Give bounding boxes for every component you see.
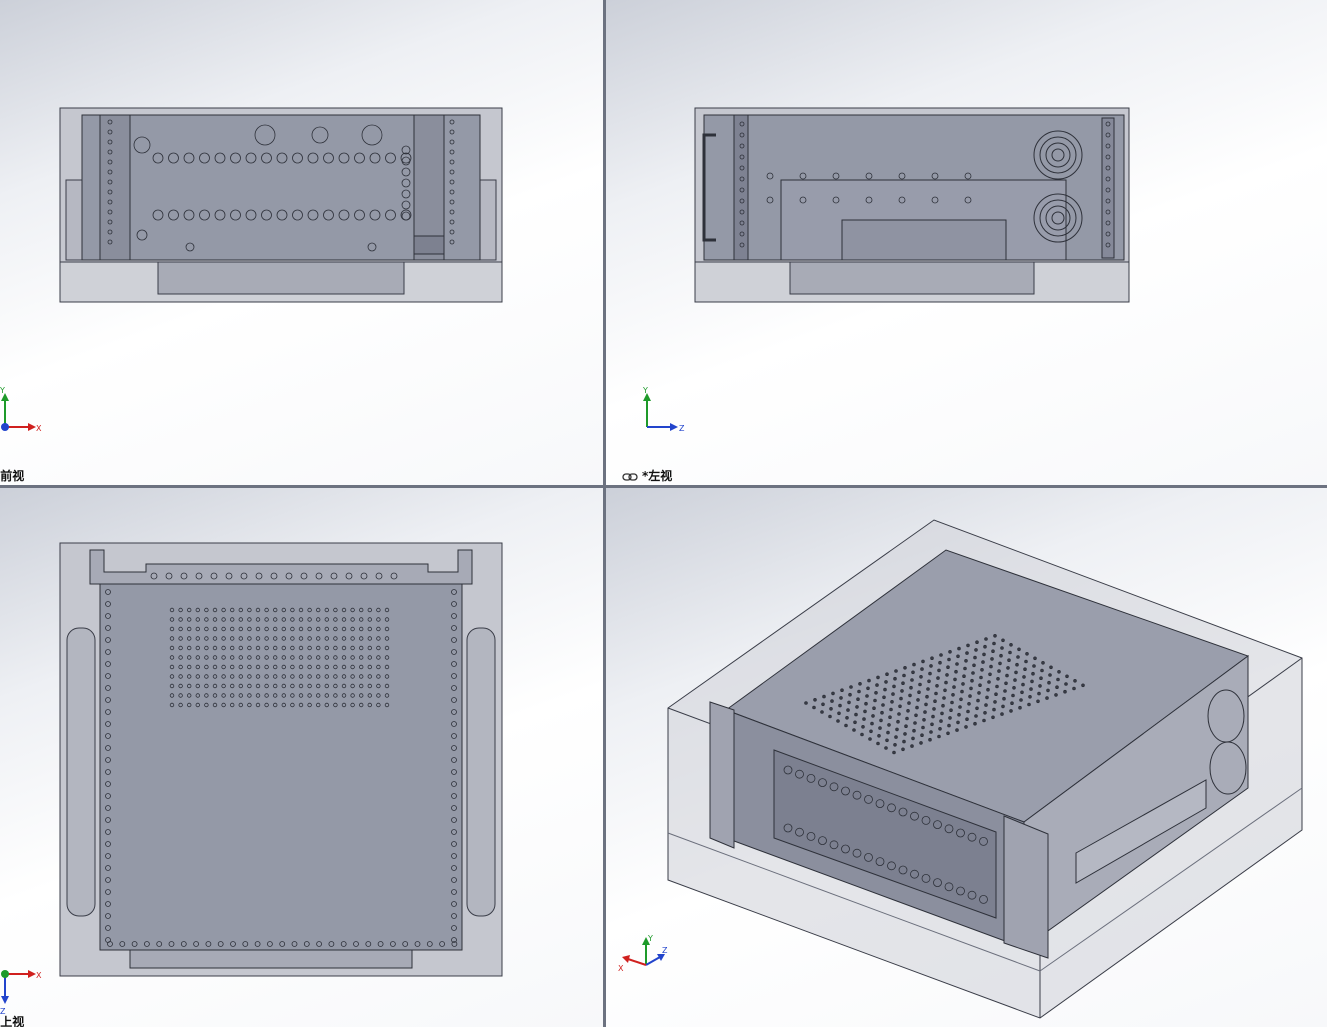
iso-connector-rows — [783, 765, 988, 904]
top-rear-flange — [129, 949, 413, 969]
left-front-rail — [733, 114, 749, 261]
iso-vent-pattern — [804, 634, 1085, 755]
triad-label-h: Z — [662, 946, 668, 955]
left-handle — [702, 133, 716, 242]
triad-label-h: X — [36, 424, 42, 433]
chain-link-icon — [622, 472, 638, 481]
triad-label-v: Y — [0, 386, 5, 395]
triad-label-v: Y — [647, 934, 653, 943]
top-handle-left — [66, 627, 96, 917]
iso-rail-right — [1003, 815, 1049, 959]
viewport-front[interactable]: Y X *前视 — [0, 0, 603, 485]
iso-rail-left — [709, 701, 735, 849]
iso-fan-lower — [1209, 741, 1247, 795]
view-label-top[interactable]: *上视 — [0, 1015, 25, 1027]
left-view-drawing — [694, 107, 1130, 303]
front-view-drawing — [59, 107, 503, 303]
view-label-left-text: *左视 — [642, 469, 673, 483]
left-foot — [789, 261, 1035, 295]
triad-label-v: Y — [642, 386, 648, 395]
viewport-left[interactable]: Y Z *左视 — [606, 0, 1327, 485]
front-connector-group — [107, 119, 455, 252]
front-label-plate — [413, 235, 445, 255]
view-label-left[interactable]: *左视 — [622, 467, 672, 484]
left-inner-plate — [841, 219, 1007, 261]
top-cover — [99, 583, 463, 951]
top-handle-right — [466, 627, 496, 917]
top-view-drawing — [59, 542, 503, 977]
viewport-isometric[interactable]: Y Z X — [606, 488, 1327, 1027]
viewport-divider-vertical[interactable] — [603, 0, 606, 1027]
view-label-front[interactable]: *前视 — [0, 469, 25, 483]
front-foot — [157, 261, 405, 295]
iso-front-panel — [773, 749, 997, 919]
iso-side-handle — [1075, 779, 1207, 884]
triad-label-d: X — [618, 964, 624, 973]
left-hole-pattern — [739, 121, 1111, 248]
top-hole-pattern — [105, 572, 458, 947]
fan-upper — [1033, 130, 1083, 180]
triad-label-h: X — [36, 971, 42, 980]
top-front-flange — [89, 549, 473, 585]
triad-label-v: Z — [0, 1007, 6, 1016]
triad-label-h: Z — [679, 424, 685, 433]
front-rail-left — [99, 114, 131, 261]
viewport-divider-horizontal[interactable] — [0, 485, 1327, 488]
viewport-top[interactable]: Z X *上视 — [0, 488, 603, 1027]
isometric-view-drawing — [667, 519, 1303, 1019]
fan-lower — [1033, 193, 1083, 243]
